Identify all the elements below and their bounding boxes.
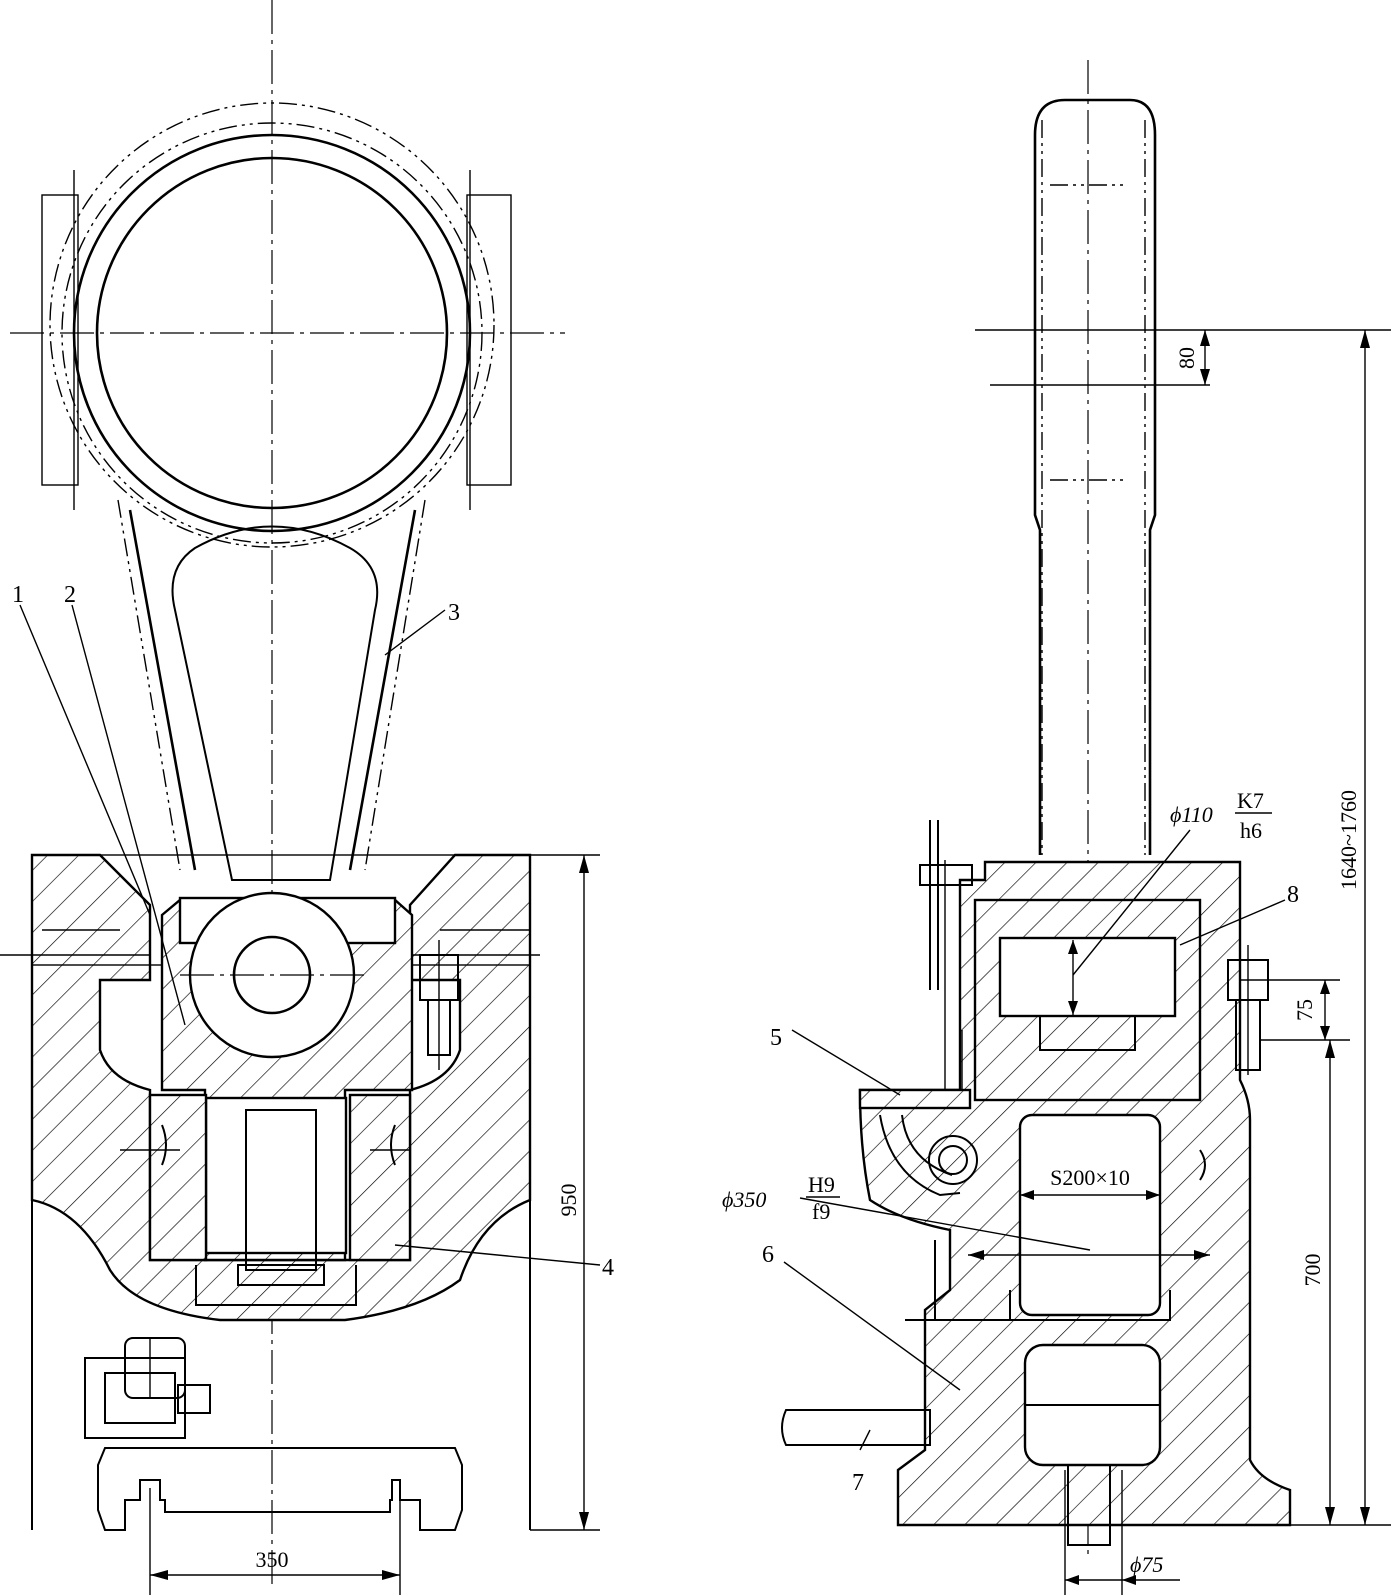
dim-s200x10: S200×10	[1020, 1165, 1160, 1200]
fit-phi350-diameter: ϕ350	[722, 1187, 766, 1212]
dim-phi75-label: ϕ75	[1130, 1552, 1163, 1577]
fit-phi110-hole: K7	[1237, 788, 1264, 813]
fit-phi350-shaft: f9	[812, 1199, 830, 1224]
part-label-4: 4	[602, 1255, 614, 1281]
fit-phi110-diameter: ϕ110	[1170, 802, 1213, 827]
part-label-7: 7	[852, 1470, 864, 1496]
slider-block	[120, 891, 414, 1306]
thread-label: S200×10	[1050, 1165, 1130, 1190]
left-base	[84, 1337, 463, 1531]
fit-phi110-shaft: h6	[1240, 818, 1262, 843]
part-label-5: 5	[770, 1025, 782, 1051]
part-label-3: 3	[448, 600, 460, 626]
left-adjust-bolt	[419, 940, 459, 1070]
right-view: 80	[722, 60, 1391, 1595]
right-tie-rod	[905, 820, 1060, 1321]
rod-side-view	[975, 98, 1391, 855]
part-label-1: 1	[12, 582, 24, 608]
part-label-8: 8	[1287, 882, 1299, 908]
dim-1640-1760-label: 1640~1760	[1336, 790, 1361, 890]
left-part-labels: 1 2 3 4	[12, 582, 614, 1281]
dim-80: 80	[1174, 330, 1210, 385]
fit-phi110: ϕ110 K7 h6	[1068, 788, 1272, 1015]
dim-80-label: 80	[1174, 347, 1199, 369]
part-label-6: 6	[762, 1242, 774, 1268]
dim-950: 950	[556, 855, 589, 1530]
part-label-2: 2	[64, 582, 76, 608]
left-view: 950 350 1 2 3 4	[0, 0, 614, 1595]
handle	[781, 1409, 931, 1446]
connecting-rod	[117, 499, 426, 881]
right-housing	[858, 860, 1292, 1595]
crank-ring	[41, 102, 512, 548]
right-part-labels: 5 6 7 8	[762, 882, 1299, 1496]
dim-950-label: 950	[556, 1184, 581, 1217]
dim-350: 350	[149, 1488, 401, 1595]
dim-75-label: 75	[1292, 999, 1317, 1021]
dim-1640-1760: 1640~1760	[1336, 330, 1370, 1525]
fit-phi350-hole: H9	[808, 1172, 835, 1197]
dim-350-label: 350	[256, 1547, 289, 1572]
dim-700: 700	[1290, 1040, 1391, 1526]
fit-phi350: ϕ350 H9 f9	[722, 1172, 1210, 1260]
dim-700-label: 700	[1300, 1254, 1325, 1287]
dim-phi75: ϕ75	[1065, 1552, 1180, 1585]
dim-75: 75	[1240, 979, 1350, 1041]
